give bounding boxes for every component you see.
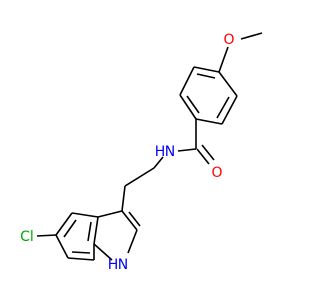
- bond-o-ring: [218, 46, 229, 73]
- amide-nitrogen-label: N: [165, 144, 175, 160]
- bond-pyrrole-1: [121, 210, 138, 231]
- bond-benzo-2-inner: [63, 219, 77, 238]
- molecule-structure-drawing: O N H O Cl H N: [20, 32, 263, 273]
- methoxy-oxygen-label: O: [223, 32, 234, 48]
- bond-pyrrole-4: [93, 216, 99, 245]
- bond-benzo-4: [67, 257, 95, 261]
- bond-benzo-6-inner: [87, 221, 92, 242]
- bond-lines: [36, 32, 263, 261]
- chlorine-label: Cl: [20, 229, 34, 245]
- indole-hydrogen-label: H: [108, 257, 119, 273]
- bond-ring1-3-inner: [186, 95, 200, 114]
- bond-ring1-5: [221, 95, 238, 125]
- bond-carbonyl-c-o-1: [196, 148, 210, 165]
- bond-ring1-2: [179, 66, 195, 96]
- bond-carbonyl-c-o-2: [201, 144, 215, 161]
- bond-methyl-o: [240, 32, 263, 40]
- bond-c-cl: [36, 234, 57, 237]
- bond-ring1-6: [218, 71, 238, 97]
- bond-ring1-4: [195, 118, 223, 125]
- bond-benzo-3: [55, 234, 69, 259]
- bond-ring1-5-inner: [216, 96, 230, 119]
- bond-ch2-ch2: [124, 167, 155, 187]
- bond-ch2-indole: [121, 185, 126, 212]
- bond-pyrrole-5: [97, 210, 123, 218]
- bond-n-ch2: [153, 156, 164, 169]
- bond-benzo-4-inner: [71, 251, 91, 254]
- carbonyl-oxygen-label: O: [211, 165, 222, 181]
- bond-carbonyl-n: [177, 148, 197, 152]
- bond-benzo-2: [55, 212, 73, 236]
- bond-pyrrole-2: [127, 229, 138, 254]
- bond-ring1-1-inner: [196, 73, 216, 79]
- bond-pyrrole-1-inner: [128, 211, 141, 227]
- bond-ring1-1: [193, 66, 220, 73]
- indole-nitrogen-label: N: [118, 257, 128, 273]
- amide-hydrogen-label: H: [155, 144, 166, 160]
- atom-labels: O N H O Cl H N: [20, 32, 234, 273]
- bond-pyrrole-3: [93, 243, 113, 261]
- bond-benzo-1: [71, 212, 99, 218]
- bond-ring1-3: [179, 94, 197, 120]
